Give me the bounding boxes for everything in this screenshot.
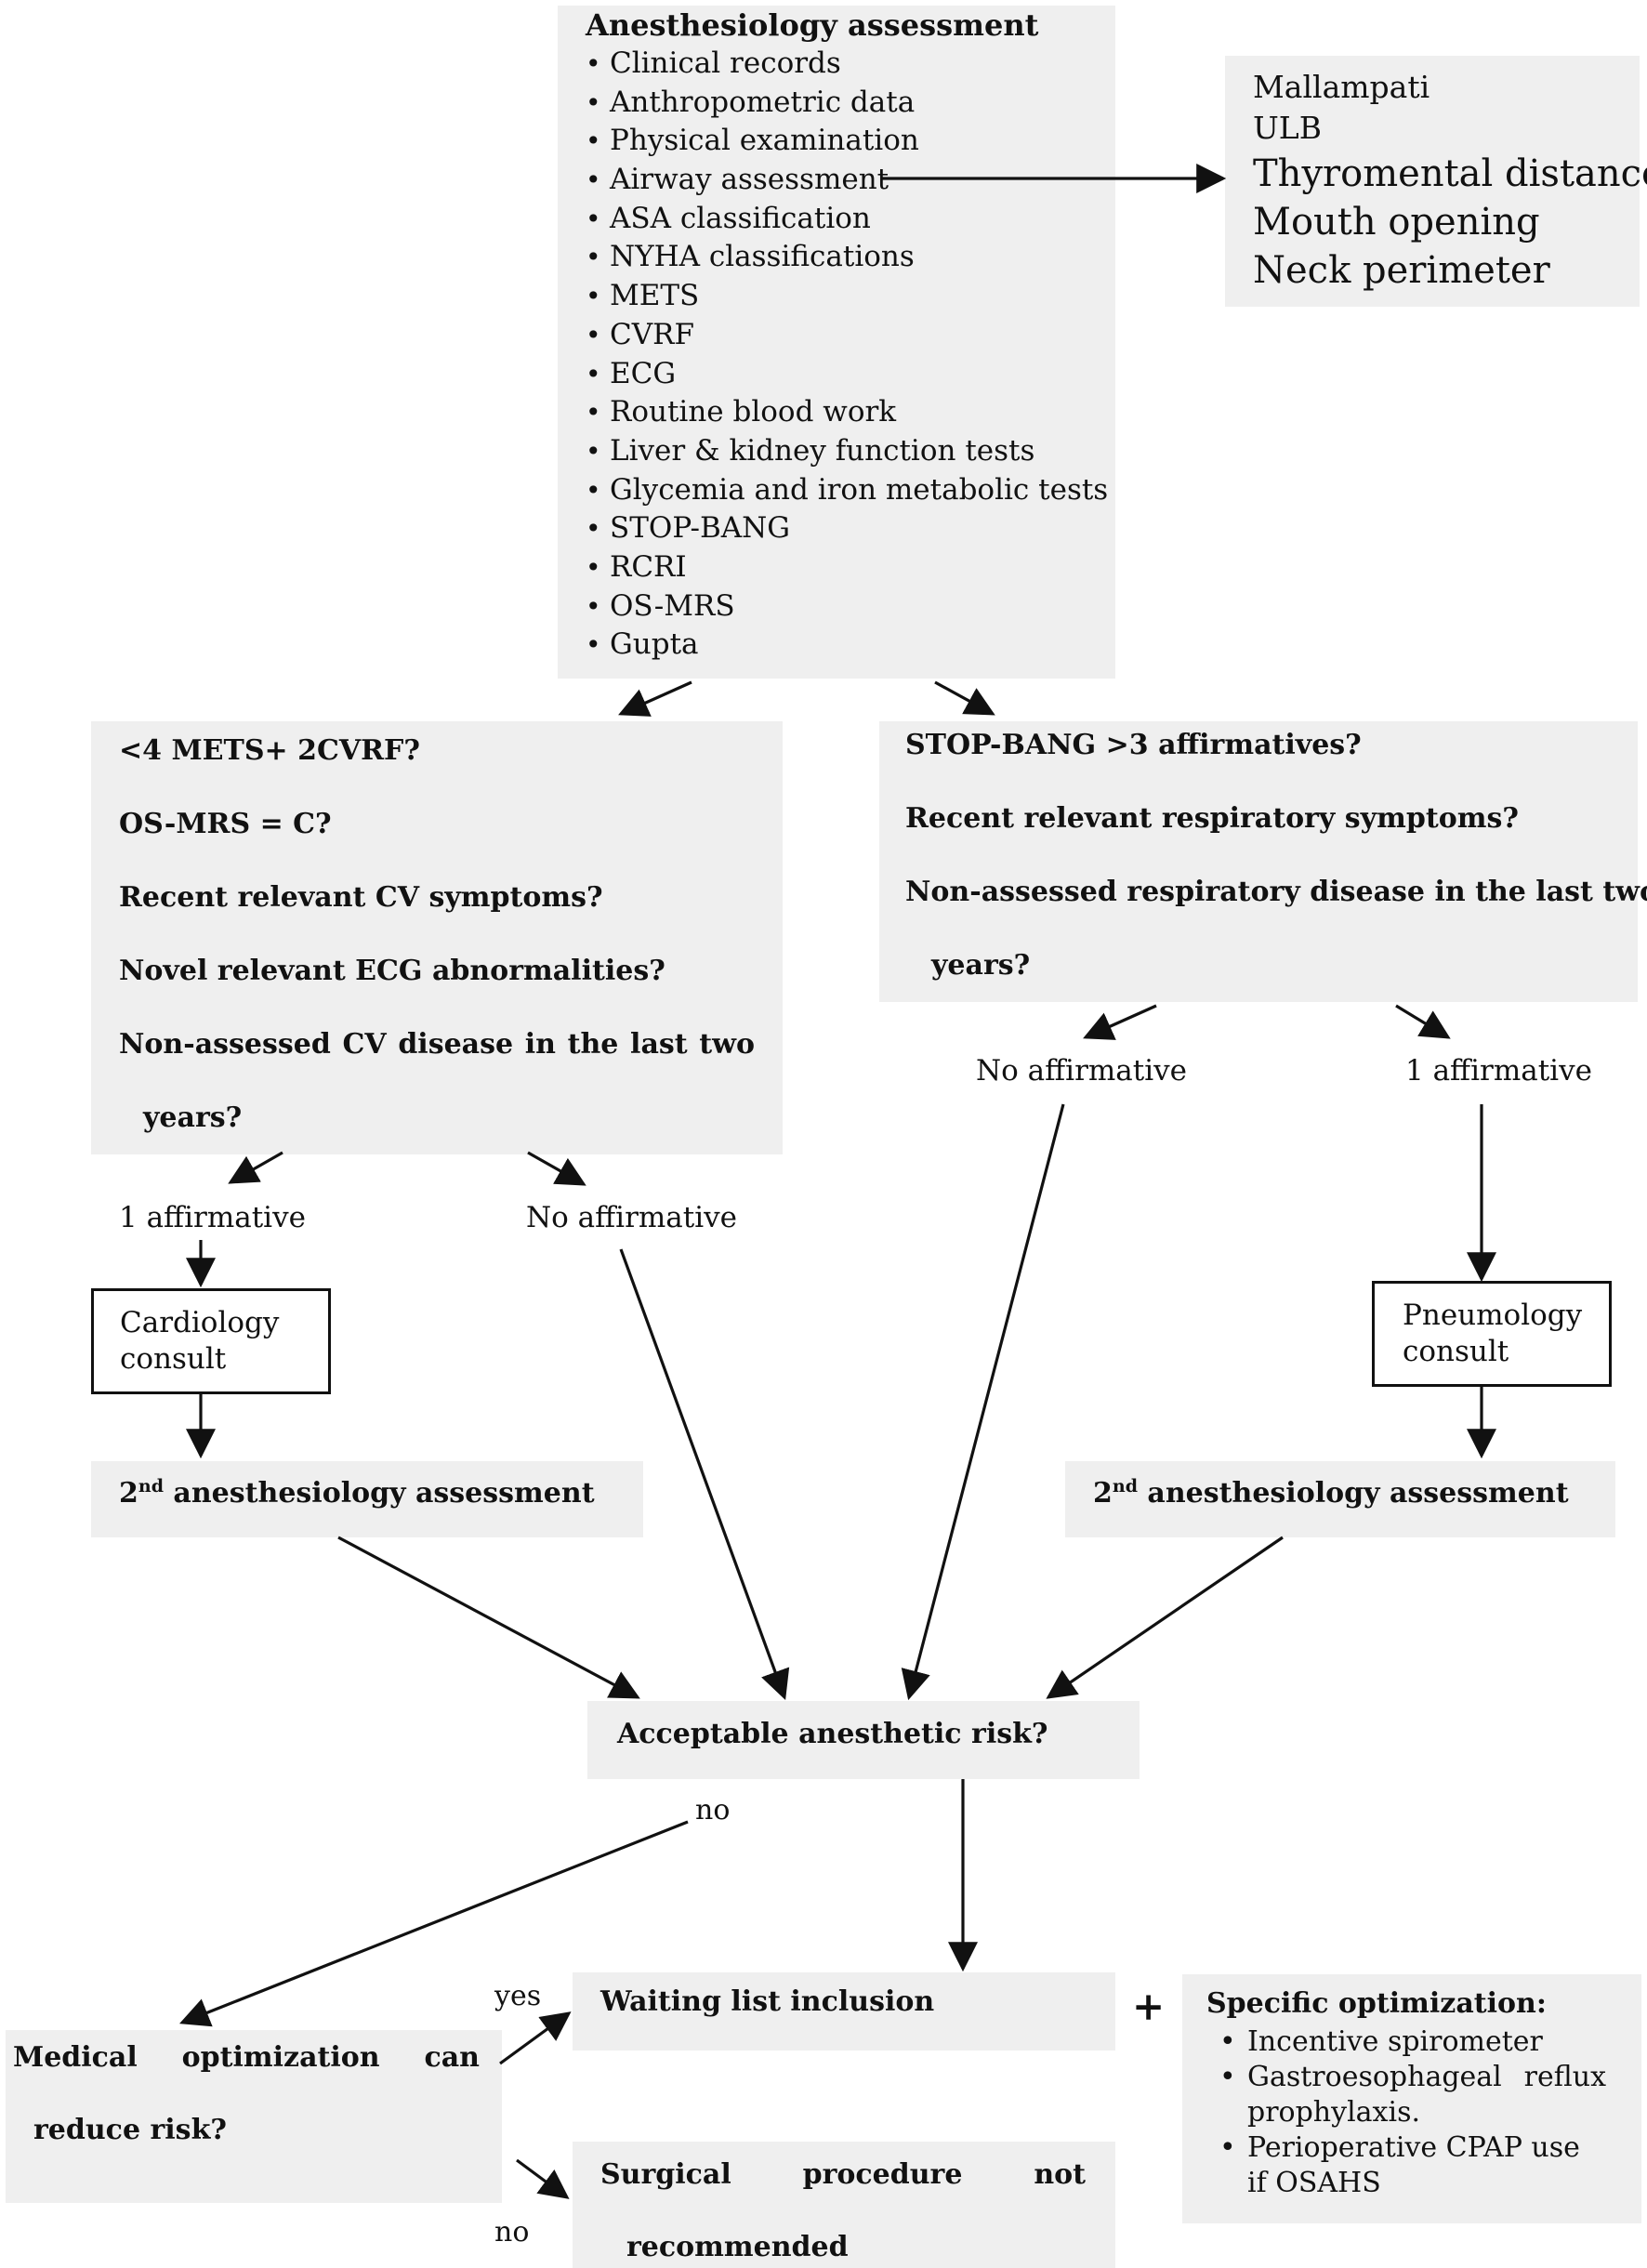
arrow-resp-none-to-acceptable [901, 1103, 1065, 1701]
medical-optimization-box: Medical optimization can reduce risk? [6, 2030, 502, 2203]
medical-optimization-line1: Medical optimization can [13, 2041, 480, 2074]
resp-questions-box: STOP-BANG >3 affirmatives? Recent releva… [879, 721, 1647, 1002]
cv-question: <4 METS+ 2CVRF? [119, 734, 420, 767]
second-assessment-left-label: 2nd anesthesiology assessment [119, 1476, 595, 1510]
surgical-line1: Surgical procedure not [600, 2158, 1086, 2191]
assessment-item: STOP-BANG [586, 509, 1108, 548]
assessment-item: Liver & kidney function tests [586, 432, 1108, 471]
resp-no-affirmative-label: No affirmative [976, 1054, 1187, 1088]
arrow-medical-to-surgical [516, 2158, 570, 2199]
cv-question: OS-MRS = C? [119, 808, 332, 840]
optimization-item: Gastroesophageal reflux prophylaxis. [1216, 2060, 1606, 2130]
specific-optimization-box: Specific optimization: Incentive spirome… [1182, 1974, 1641, 2223]
second-assessment-right-label: 2nd anesthesiology assessment [1093, 1476, 1569, 1510]
assessment-title: Anesthesiology assessment [586, 7, 1039, 43]
arrow-second-right-to-acceptable [1046, 1536, 1284, 1699]
specific-optimization-list: Incentive spirometer Gastroesophageal re… [1216, 2024, 1606, 2201]
assessment-item: Routine blood work [586, 393, 1108, 432]
assessment-box: Anesthesiology assessment Clinical recor… [558, 6, 1115, 679]
yes-label: yes [494, 1980, 542, 2012]
arrow-cv-none-to-acceptable [619, 1248, 790, 1701]
airway-item-mallampati: Mallampati [1253, 69, 1430, 105]
resp-question: STOP-BANG >3 affirmatives? [905, 729, 1362, 761]
assessment-item: RCRI [586, 548, 1108, 587]
assessment-item: NYHA classifications [586, 238, 1108, 277]
specific-optimization-title: Specific optimization: [1206, 1987, 1547, 2020]
cardiology-consult-line1: Cardiology [120, 1306, 280, 1339]
acceptable-risk-box: Acceptable anesthetic risk? [587, 1701, 1140, 1779]
cardiology-consult-box: Cardiology consult [91, 1288, 331, 1394]
surgical-not-recommended-box: Surgical procedure not recommended [573, 2142, 1115, 2268]
pneumology-consult-line1: Pneumology [1403, 1299, 1583, 1332]
plus-sign: + [1132, 1984, 1166, 2029]
pneumology-consult-box: Pneumology consult [1372, 1281, 1612, 1387]
second-assessment-left-box: 2nd anesthesiology assessment [91, 1461, 643, 1537]
surgical-line2: recommended [626, 2231, 849, 2263]
second-assessment-right-box: 2nd anesthesiology assessment [1065, 1461, 1615, 1537]
resp-question: years? [931, 949, 1031, 982]
pneumology-consult-line2: consult [1403, 1335, 1509, 1368]
cv-question: Recent relevant CV symptoms? [119, 881, 603, 914]
waiting-list-box: Waiting list inclusion [573, 1972, 1115, 2050]
no-label-1: no [695, 1794, 731, 1826]
cv-question: Novel relevant ECG abnormalities? [119, 955, 665, 987]
assessment-item: Glycemia and iron metabolic tests [586, 471, 1108, 510]
resp-question: Non-assessed respiratory disease in the … [905, 876, 1647, 908]
cv-one-affirmative-label: 1 affirmative [119, 1201, 306, 1234]
assessment-item: Clinical records [586, 45, 1108, 84]
airway-box: Mallampati ULB Thyromental distance Mout… [1225, 56, 1647, 307]
assessment-list: Clinical records Anthropometric data Phy… [586, 45, 1108, 665]
assessment-item: CVRF [586, 316, 1108, 355]
optimization-item: Perioperative CPAP use if OSAHS [1216, 2130, 1606, 2201]
optimization-item: Incentive spirometer [1216, 2024, 1606, 2060]
assessment-item-airway: Airway assessment [586, 161, 1108, 200]
cv-question: Non-assessed CV disease in the last two [119, 1028, 755, 1061]
arrow-cv-to-one [228, 1151, 283, 1184]
cardiology-consult-line2: consult [120, 1342, 227, 1376]
arrow-cv-to-none [527, 1151, 586, 1186]
assessment-item: ECG [586, 355, 1108, 394]
assessment-item: ASA classification [586, 200, 1108, 239]
arrow-assessment-to-resp [934, 680, 995, 716]
assessment-item: Physical examination [586, 122, 1108, 161]
assessment-item: Gupta [586, 626, 1108, 665]
assessment-item: OS-MRS [586, 587, 1108, 626]
airway-item-neck-perimeter: Neck perimeter [1253, 249, 1550, 292]
cv-question: years? [143, 1101, 243, 1134]
arrow-medical-to-waiting [499, 2011, 572, 2065]
no-label-2: no [494, 2216, 530, 2248]
waiting-list-label: Waiting list inclusion [600, 1985, 935, 2018]
arrow-resp-to-none [1083, 1004, 1157, 1040]
acceptable-risk-label: Acceptable anesthetic risk? [617, 1718, 1048, 1750]
resp-question: Recent relevant respiratory symptoms? [905, 802, 1519, 835]
arrow-resp-to-one [1395, 1004, 1451, 1039]
assessment-item: Anthropometric data [586, 84, 1108, 123]
cv-no-affirmative-label: No affirmative [526, 1201, 737, 1234]
cv-questions-box: <4 METS+ 2CVRF? OS-MRS = C? Recent relev… [91, 721, 783, 1154]
arrow-second-left-to-acceptable [337, 1536, 640, 1699]
airway-item-ulb: ULB [1253, 110, 1322, 146]
medical-optimization-line2: reduce risk? [33, 2114, 227, 2146]
airway-item-mouth-opening: Mouth opening [1253, 201, 1540, 244]
airway-item-thyromental: Thyromental distance [1253, 152, 1647, 195]
arrow-assessment-to-cv [618, 680, 692, 717]
assessment-item: METS [586, 277, 1108, 316]
resp-one-affirmative-label: 1 affirmative [1405, 1054, 1592, 1088]
